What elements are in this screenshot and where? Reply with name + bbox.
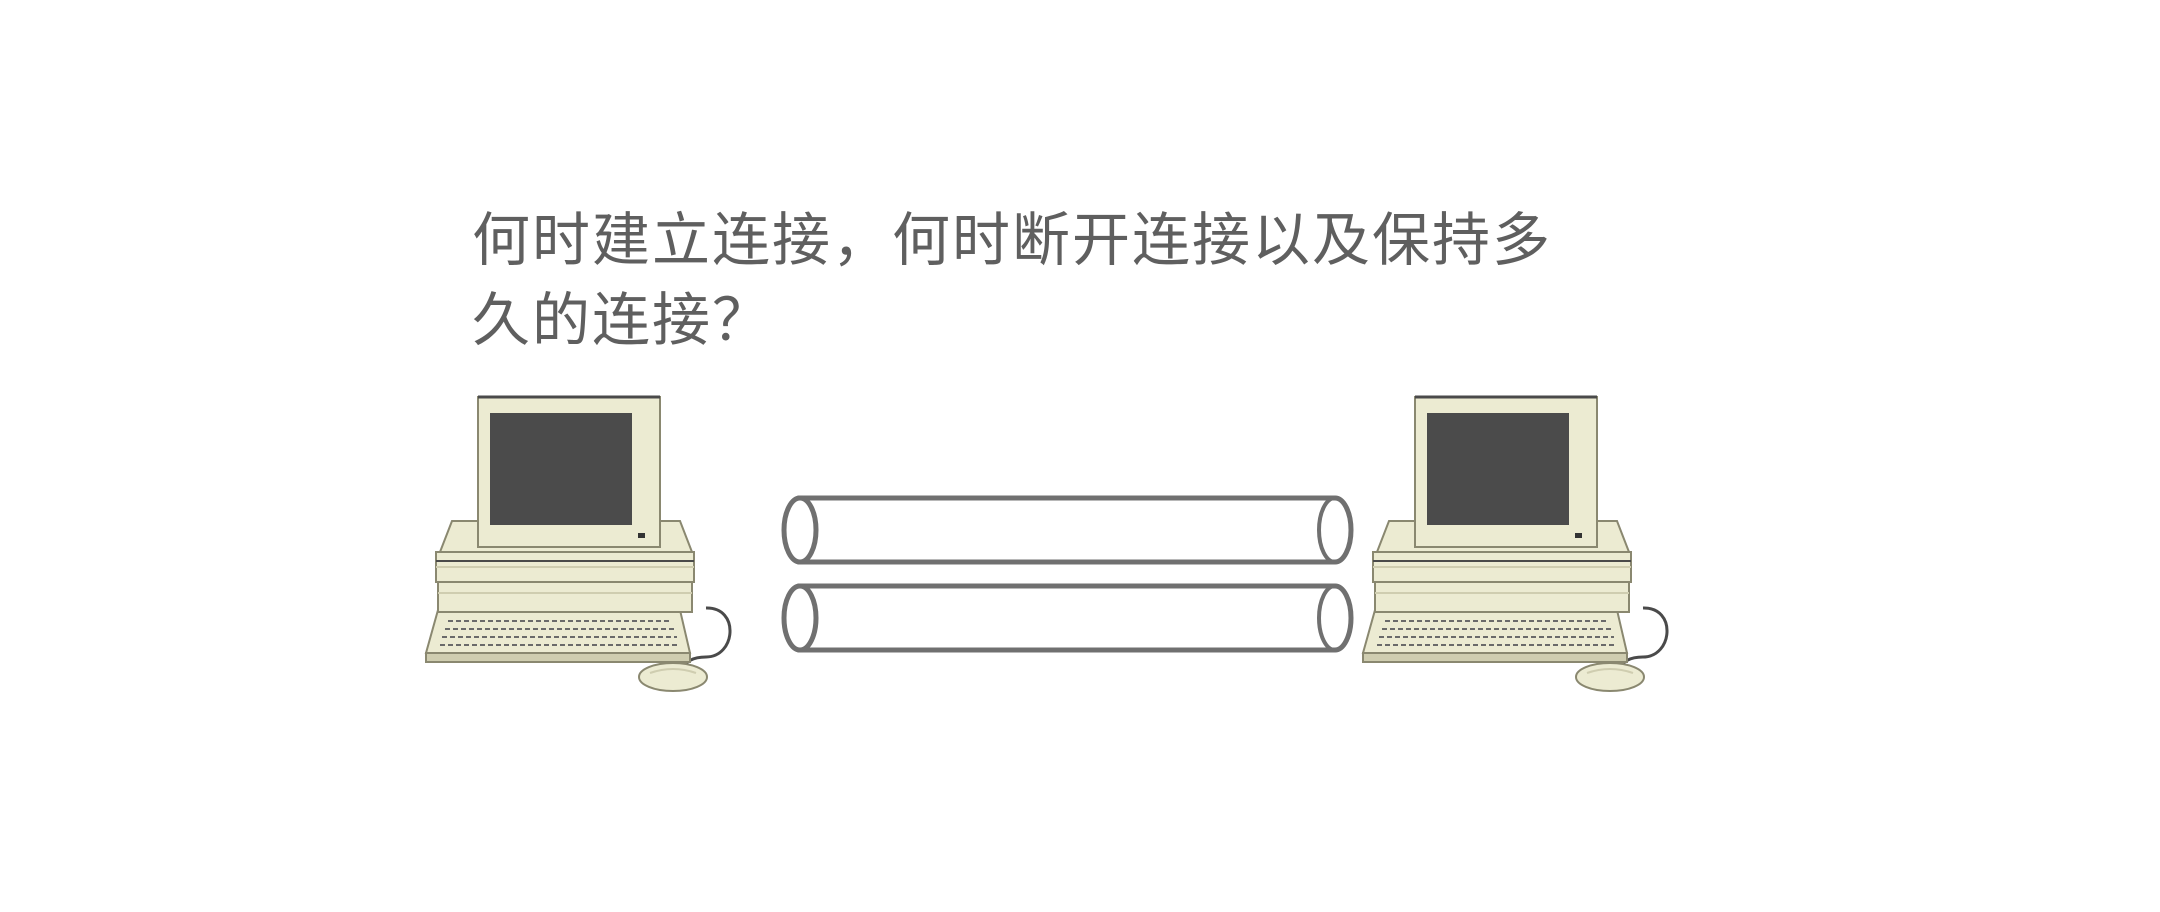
computer-left <box>424 395 732 693</box>
question-line-2: 久的连接？ <box>472 286 773 354</box>
pipe-bottom <box>784 586 1351 650</box>
question-line-1: 何时建立连接，何时断开连接以及保持多 <box>472 206 1553 274</box>
question-text: 何时建立连接，何时断开连接以及保持多 久的连接？ <box>472 200 1612 360</box>
computer-right <box>1361 395 1669 693</box>
pipe-top <box>784 498 1351 562</box>
